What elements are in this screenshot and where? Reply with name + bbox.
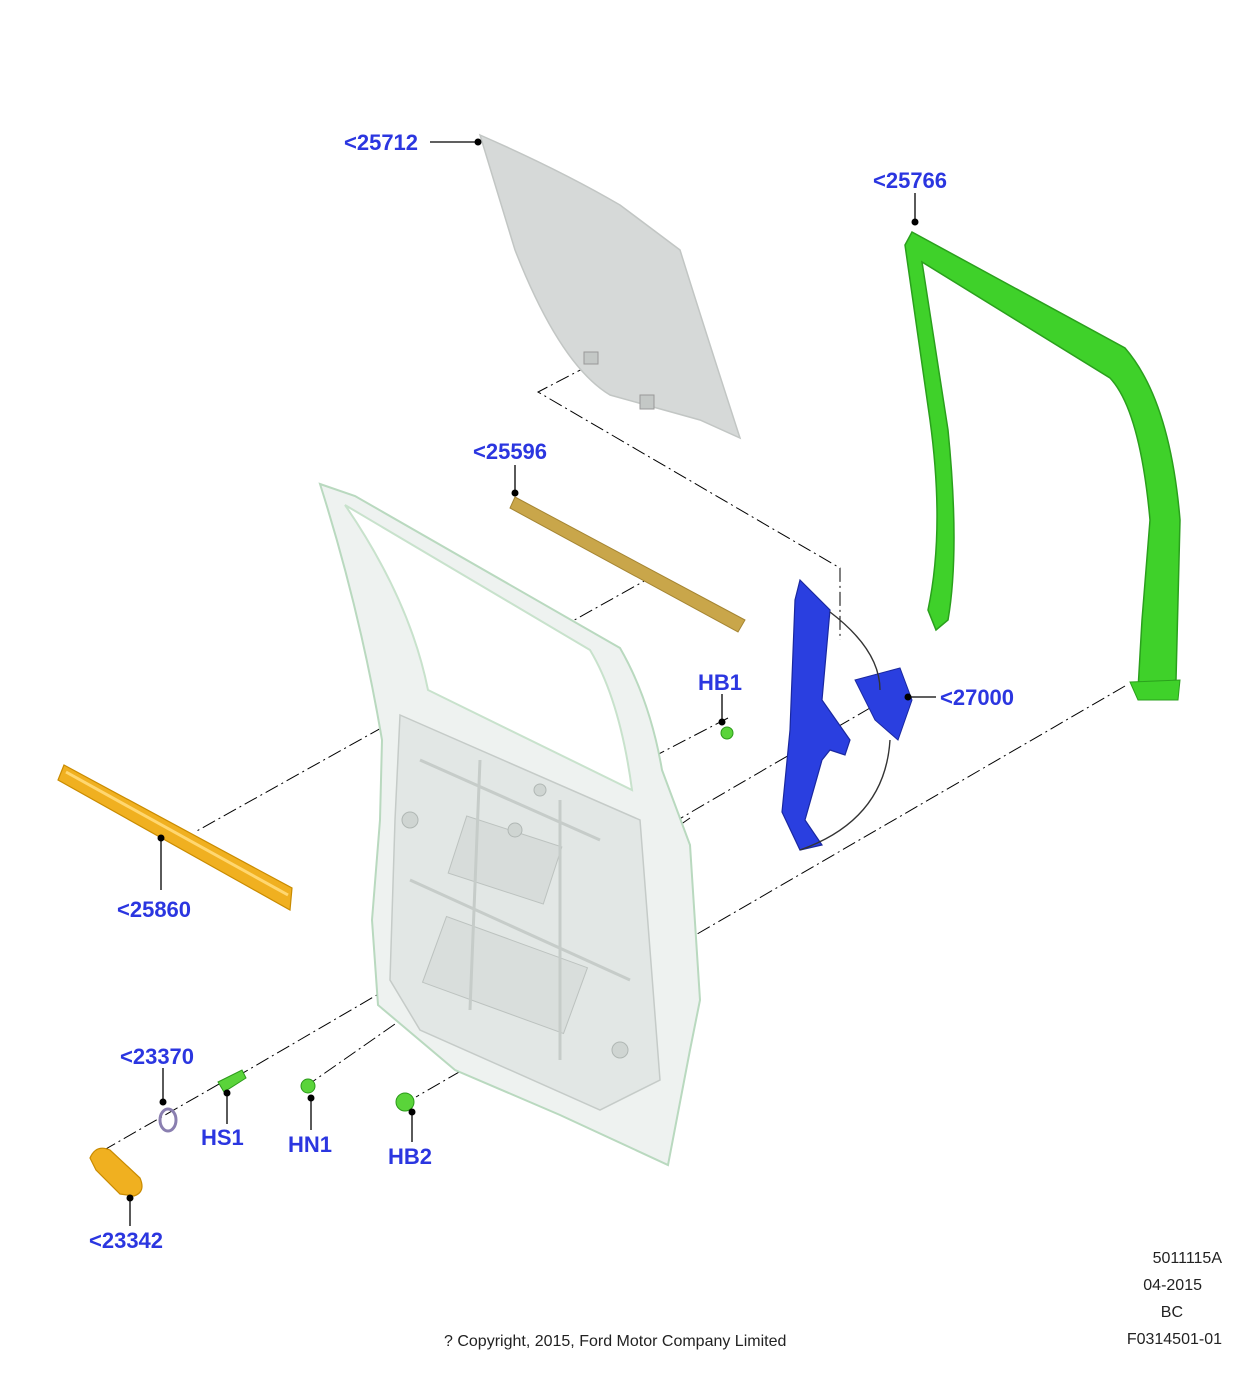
callout-hs1[interactable]: HS1: [201, 1125, 244, 1150]
callout-27000[interactable]: <27000: [940, 685, 1014, 710]
door-glass[interactable]: [478, 133, 742, 440]
diagram-date: 04-2015: [1143, 1277, 1202, 1294]
callout-25712[interactable]: <25712: [344, 130, 418, 155]
copyright-notice: ? Copyright, 2015, Ford Motor Company Li…: [444, 1333, 787, 1350]
bolt-hb2-icon[interactable]: [395, 1092, 415, 1112]
window-crank-handle[interactable]: [89, 1147, 143, 1197]
leader-lines: [126, 138, 936, 1226]
nut-hn1-icon[interactable]: [300, 1078, 316, 1094]
callout-hb1[interactable]: HB1: [698, 670, 742, 695]
callout-hn1[interactable]: HN1: [288, 1132, 332, 1157]
callout-hb2[interactable]: HB2: [388, 1144, 432, 1169]
bolt-hs1-icon[interactable]: [217, 1069, 247, 1093]
door-inner-panel[interactable]: [318, 482, 702, 1167]
washer-icon[interactable]: [158, 1107, 178, 1133]
window-regulator[interactable]: [781, 578, 913, 851]
callout-23370[interactable]: <23370: [120, 1044, 194, 1069]
outer-belt-weatherstrip[interactable]: [57, 764, 293, 911]
callout-23342[interactable]: <23342: [89, 1228, 163, 1253]
callout-25766[interactable]: <25766: [873, 168, 947, 193]
glass-run-weatherstrip[interactable]: [904, 230, 1181, 701]
diagram-reference: F0314501-01: [1126, 1331, 1222, 1348]
inner-belt-molding[interactable]: [509, 496, 746, 633]
callout-25596[interactable]: <25596: [473, 439, 547, 464]
bolt-hb1-icon[interactable]: [720, 726, 734, 740]
diagram-id: 5011115A: [1152, 1250, 1222, 1267]
callout-25860[interactable]: <25860: [117, 897, 191, 922]
callout-labels: <25712 <25766 <25596 <25860 <27000 HB1 H…: [89, 130, 1014, 1253]
diagram-code: BC: [1160, 1304, 1183, 1321]
